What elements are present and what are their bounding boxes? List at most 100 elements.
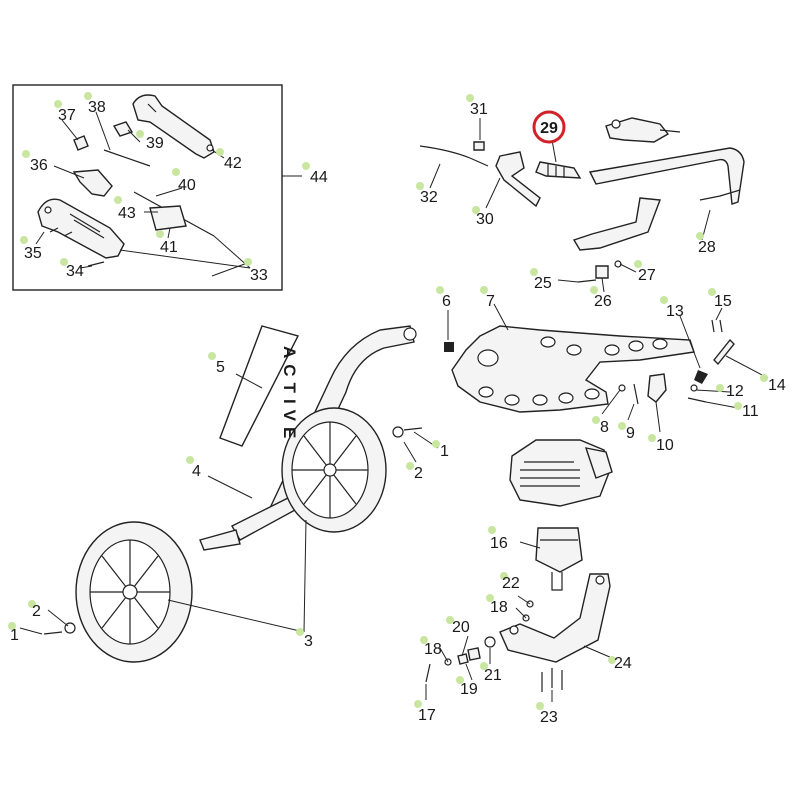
handlebar-screw-part (577, 279, 597, 283)
part-label-43: 43 (118, 205, 136, 222)
pivot-bushing-part (467, 647, 481, 661)
part-label-34: 34 (66, 263, 84, 280)
handle-half-part (37, 198, 125, 259)
marker-p21: 21 (480, 662, 502, 684)
spring-part (694, 370, 708, 384)
switch-bracket-part (149, 205, 187, 231)
part-label-35: 35 (24, 245, 42, 262)
marker-p7: 7 (480, 286, 495, 310)
marker-p9: 9 (618, 422, 635, 442)
part-label-36: 36 (30, 157, 48, 174)
marker-p10: 10 (648, 434, 674, 454)
part-label-6: 6 (442, 293, 451, 310)
part-label-15: 15 (714, 293, 732, 310)
brake-lever-part (495, 151, 541, 208)
link-rod-part (103, 149, 151, 167)
part-label-12: 12 (726, 383, 744, 400)
part-label-24: 24 (614, 655, 632, 672)
marker-p5: 5 (208, 352, 225, 376)
marker-p40: 40 (172, 168, 196, 194)
part-label-1a: 1 (10, 627, 19, 644)
handlebar-part (572, 147, 745, 251)
part-label-28: 28 (698, 239, 716, 256)
pin-clip-part (690, 384, 698, 392)
bracket-bolts-part (541, 668, 563, 692)
pivot-spacer-part (457, 653, 469, 665)
marker-p6: 6 (436, 286, 451, 310)
part-label-3: 3 (304, 633, 313, 650)
part-label-11: 11 (742, 403, 759, 420)
marker-p4: 4 (186, 456, 201, 480)
marker-p22: 22 (500, 572, 520, 592)
marker-p39: 39 (136, 130, 164, 152)
marker-p14: 14 (760, 374, 786, 394)
bolt-part (473, 141, 485, 151)
part-label-27: 27 (638, 267, 656, 284)
marker-p36: 36 (22, 150, 48, 174)
part-label-10: 10 (656, 437, 674, 454)
part-label-18b: 18 (490, 599, 508, 616)
part-label-18a: 18 (424, 641, 442, 658)
washer-right-part (392, 426, 404, 438)
gearbox-part (535, 527, 583, 591)
marker-p35: 35 (20, 236, 42, 262)
pivot-nut-part (484, 636, 496, 648)
part-label-37: 37 (58, 107, 76, 124)
marker-p1a: 1 (8, 622, 19, 644)
part-label-30: 30 (476, 211, 494, 228)
clamp-part (647, 373, 667, 403)
rear-wheel-part (281, 407, 387, 533)
marker-p33: 33 (244, 258, 268, 284)
part-label-32: 32 (420, 189, 438, 206)
handle-kit-inset-box (12, 84, 283, 291)
clip-part (112, 121, 134, 137)
part-label-42: 42 (224, 155, 242, 172)
marker-p13: 13 (660, 296, 684, 320)
part-label-2a: 2 (32, 603, 41, 620)
frame-part (451, 325, 695, 413)
part-label-2b: 2 (414, 465, 423, 482)
marker-p37: 37 (54, 100, 76, 124)
part-label-39: 39 (146, 135, 164, 152)
mount-bracket-part (499, 573, 611, 663)
pin-part (687, 397, 707, 403)
lock-pin-part (713, 338, 735, 366)
marker-p16: 16 (488, 526, 508, 552)
marker-p19: 19 (456, 676, 478, 698)
marker-p20: 20 (446, 616, 470, 636)
marker-p24: 24 (608, 655, 632, 672)
active-decal-text: ACTIVE (280, 346, 299, 444)
marker-p8: 8 (592, 416, 609, 436)
marker-p42: 42 (216, 148, 242, 172)
part-label-44: 44 (310, 169, 328, 186)
marker-p18b: 18 (486, 594, 508, 616)
handle-grip-part (535, 161, 582, 179)
part-label-21: 21 (484, 667, 502, 684)
part-label-17: 17 (418, 707, 436, 724)
marker-p28: 28 (696, 232, 716, 256)
front-wheel-part (75, 521, 193, 663)
part-label-25: 25 (534, 275, 552, 292)
marker-p2b: 2 (406, 462, 423, 482)
marker-p23: 23 (536, 702, 558, 726)
marker-p29[interactable]: 29 (532, 110, 566, 144)
part-label-31: 31 (470, 101, 488, 118)
marker-p18a: 18 (420, 636, 442, 658)
marker-p17: 17 (414, 700, 436, 724)
trigger-lever-part (72, 169, 113, 197)
part-label-16: 16 (490, 535, 508, 552)
frame-bolt-part (633, 383, 639, 405)
marker-p38: 38 (84, 92, 106, 116)
marker-p27: 27 (634, 260, 656, 284)
part-label-9: 9 (626, 425, 635, 442)
marker-p30: 30 (472, 206, 494, 228)
part-label-19: 19 (460, 681, 478, 698)
marker-p31: 31 (466, 94, 488, 118)
marker-p32: 32 (416, 182, 438, 206)
part-label-7: 7 (486, 293, 495, 310)
part-label-26: 26 (594, 293, 612, 310)
marker-p2a: 2 (28, 600, 41, 620)
throttle-cable-part (419, 145, 489, 167)
